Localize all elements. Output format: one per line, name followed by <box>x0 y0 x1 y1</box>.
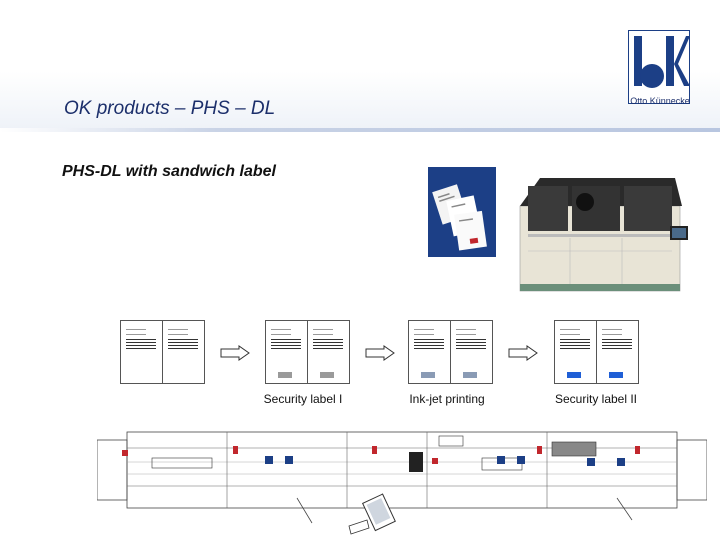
grey-security-label <box>320 372 334 378</box>
step-label-security-label-1: Security label I <box>263 392 343 406</box>
document-card-blank-left <box>120 320 163 384</box>
printed-label <box>421 372 435 378</box>
otto-kunnecke-logo <box>628 30 690 104</box>
printed-label <box>463 372 477 378</box>
step-label-security-label-2: Security label II <box>554 392 638 406</box>
slide-subtitle: PHS-DL with sandwich label <box>62 163 276 180</box>
process-arrow-1 <box>220 345 250 361</box>
header-band <box>0 0 720 130</box>
step-label-inkjet-printing: Ink-jet printing <box>409 392 485 406</box>
page-title: OK products – PHS – DL <box>64 98 276 119</box>
sandwich-label-documents-photo <box>428 167 496 257</box>
document-card-inkjet-right <box>450 320 493 384</box>
process-arrow-2 <box>365 345 395 361</box>
logo-company-name: Otto Künnecke <box>630 96 690 106</box>
header-divider <box>0 128 720 132</box>
process-arrow-3 <box>508 345 538 361</box>
blue-security-label <box>567 372 581 378</box>
phs-dl-machine-photo <box>510 166 700 301</box>
grey-security-label <box>278 372 292 378</box>
blue-security-label <box>609 372 623 378</box>
document-card-blank-right <box>162 320 205 384</box>
machine-layout-schematic <box>97 431 707 535</box>
document-card-inkjet-left <box>408 320 451 384</box>
document-card-security-label-1-left <box>265 320 308 384</box>
document-card-security-label-2-left <box>554 320 597 384</box>
document-card-security-label-1-right <box>307 320 350 384</box>
document-card-security-label-2-right <box>596 320 639 384</box>
